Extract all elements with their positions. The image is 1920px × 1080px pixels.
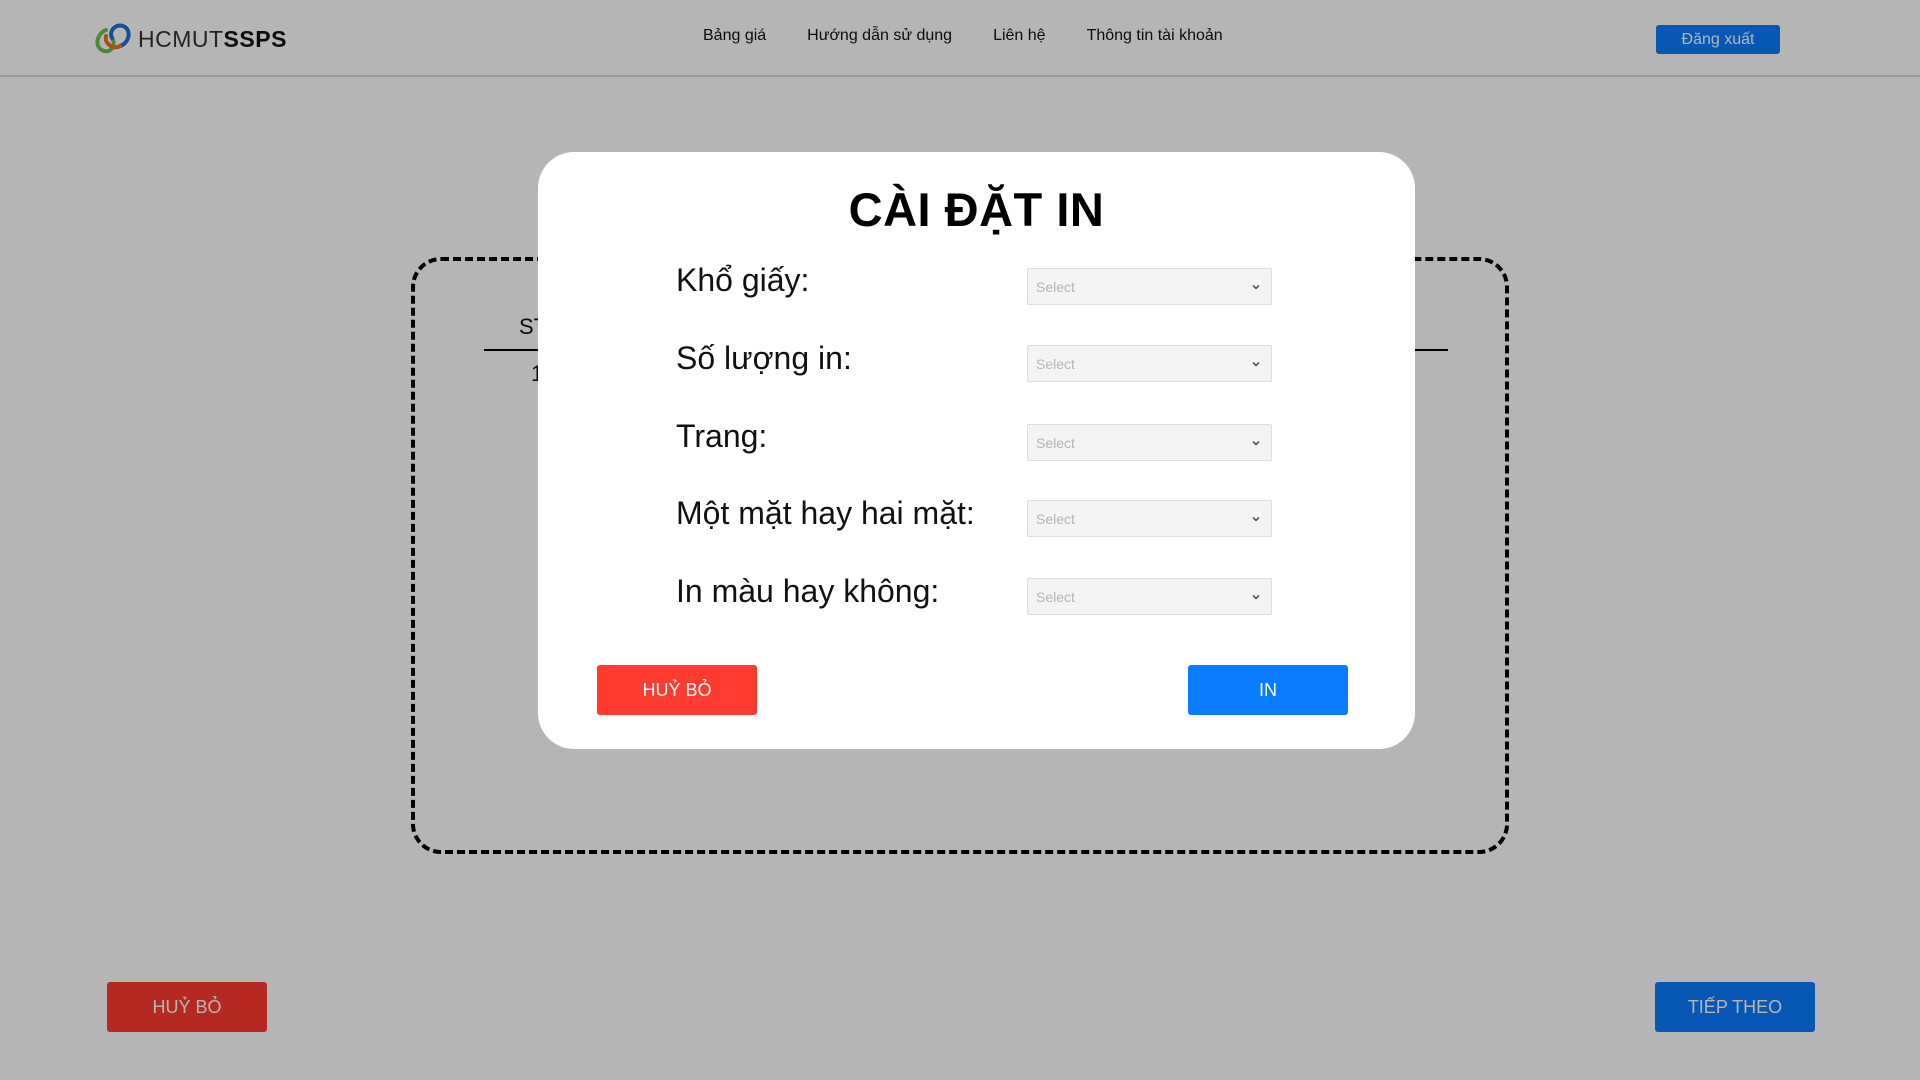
logo-text-light: HCMUT — [138, 25, 224, 52]
modal-title: CÀI ĐẶT IN — [848, 183, 1105, 236]
logo-text-bold: SSPS — [223, 25, 287, 52]
app-logo[interactable]: HCMUTSSPS — [92, 20, 287, 58]
select-placeholder: Select — [1036, 510, 1075, 527]
chevron-down-icon — [1252, 361, 1260, 367]
duplex-select[interactable]: Select — [1027, 500, 1272, 537]
color-mode-label: In màu hay không: — [676, 573, 940, 609]
color-mode-select[interactable]: Select — [1027, 578, 1272, 615]
nav-item-account[interactable]: Thông tin tài khoản — [1086, 27, 1223, 44]
duplex-label: Một mặt hay hai mặt: — [676, 495, 975, 531]
chevron-down-icon — [1252, 516, 1260, 522]
paper-size-label: Khổ giấy: — [676, 262, 810, 298]
nav-item-guide[interactable]: Hướng dẫn sử dụng — [807, 27, 953, 44]
select-placeholder: Select — [1036, 434, 1075, 451]
top-navbar: HCMUTSSPS Bảng giá Hướng dẫn sử dụng Liê… — [0, 0, 1920, 77]
select-placeholder: Select — [1036, 278, 1075, 295]
page-cancel-button[interactable]: HUỶ BỎ — [107, 982, 267, 1032]
chevron-down-icon — [1252, 594, 1260, 600]
print-settings-modal: CÀI ĐẶT IN Khổ giấy: Select Số lượng in:… — [538, 152, 1415, 749]
next-button[interactable]: TIẾP THEO — [1655, 982, 1815, 1032]
main-nav: Bảng giá Hướng dẫn sử dụng Liên hệ Thông… — [703, 27, 1223, 45]
linked-rings-logo-icon — [95, 23, 131, 54]
modal-cancel-button[interactable]: HUỶ BỎ — [597, 665, 757, 715]
copies-select[interactable]: Select — [1027, 345, 1272, 382]
pages-label: Trang: — [676, 418, 768, 454]
pages-select[interactable]: Select — [1027, 424, 1272, 461]
logo-text: HCMUTSSPS — [138, 26, 287, 53]
print-button[interactable]: IN — [1188, 665, 1348, 715]
nav-item-pricing[interactable]: Bảng giá — [703, 27, 767, 44]
chevron-down-icon — [1252, 284, 1260, 290]
copies-label: Số lượng in: — [676, 340, 852, 376]
nav-item-contact[interactable]: Liên hệ — [993, 27, 1046, 44]
chevron-down-icon — [1252, 440, 1260, 446]
select-placeholder: Select — [1036, 588, 1075, 605]
paper-size-select[interactable]: Select — [1027, 268, 1272, 305]
select-placeholder: Select — [1036, 355, 1075, 372]
logout-button[interactable]: Đăng xuất — [1656, 25, 1780, 54]
